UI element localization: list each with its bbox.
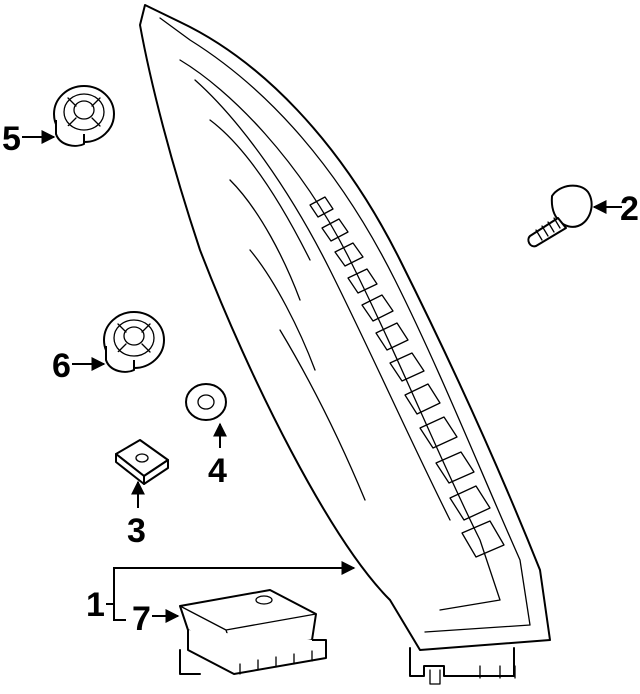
control-module [179, 589, 327, 675]
callout-4: 4 [208, 452, 227, 490]
grommet-top [53, 85, 115, 147]
callout-1: 1 [86, 586, 105, 624]
callout-5: 5 [2, 120, 21, 158]
grommet-bottom [103, 311, 165, 373]
leader-1 [113, 561, 356, 604]
callout-2: 2 [620, 190, 639, 228]
callout-labels: 5 2 6 4 3 1 7 [2, 120, 639, 638]
washer [185, 383, 227, 421]
bolt [527, 184, 593, 248]
leader-lines [22, 130, 622, 623]
tail-lamp-assembly [139, 4, 551, 685]
callout-3: 3 [127, 512, 146, 550]
callout-6: 6 [52, 347, 71, 385]
callout-7: 7 [132, 600, 151, 638]
clip-nut [115, 439, 169, 485]
